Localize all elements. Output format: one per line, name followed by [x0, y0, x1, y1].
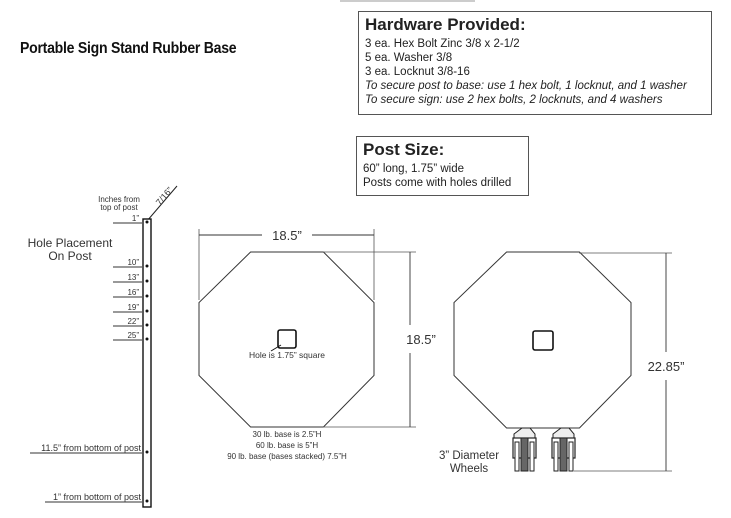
- hole-position-label: 16”: [127, 288, 139, 297]
- hole-position-label: 19”: [127, 303, 139, 312]
- weight-line: 30 lb. base is 2.5”H: [253, 430, 322, 439]
- hole-position-label: 11.5” from bottom of post: [41, 443, 141, 453]
- base-diagram: Hole is 1.75” square 18.5” 18.5” 30 lb. …: [198, 228, 436, 461]
- post-hole: [145, 309, 149, 313]
- octagon-base-inner: [199, 252, 374, 427]
- post-size-line: 60” long, 1.75” wide: [363, 163, 465, 175]
- width-dimension-label: 18.5”: [272, 228, 302, 243]
- hardware-item: 3 ea. Locknut 3/8-16: [365, 66, 470, 78]
- hole-placement-heading: Hole Placement: [28, 236, 113, 250]
- caster-wheel: [512, 427, 537, 472]
- hardware-item: 3 ea. Hex Bolt Zinc 3/8 x 2-1/2: [365, 38, 520, 50]
- post-hole: [145, 264, 149, 268]
- wheel-label: 3” Diameter: [439, 450, 499, 462]
- hole-position-label: 1”: [132, 214, 139, 223]
- hole-label: Hole is 1.75” square: [249, 350, 325, 360]
- post-size-box: Post Size: 60” long, 1.75” wide Posts co…: [356, 136, 529, 196]
- wheel-label: Wheels: [450, 463, 489, 475]
- post-hole: [145, 337, 149, 341]
- post-diagram: Hole Placement On Post Inches from top o…: [28, 185, 178, 508]
- hole-position-label: 1” from bottom of post: [53, 492, 142, 502]
- page-title: Portable Sign Stand Rubber Base: [20, 40, 237, 57]
- weight-line: 60 lb. base is 5”H: [256, 441, 318, 450]
- inches-label: top of post: [100, 203, 138, 212]
- hole-arrow: [270, 344, 282, 352]
- hardware-note: To secure post to base: use 1 hex bolt, …: [365, 80, 687, 92]
- octagon-wheeled-inner: [454, 252, 631, 428]
- post-hole: [145, 323, 149, 327]
- hole-diameter-label: 7/16”: [154, 185, 175, 207]
- caster-wheel: [551, 427, 576, 472]
- post-size-heading: Post Size:: [363, 140, 445, 159]
- wheeled-base-diagram: 3” Diameter Wheels 22.85”: [439, 251, 685, 475]
- hardware-item: 5 ea. Washer 3/8: [365, 52, 453, 64]
- post-hole-square: [277, 329, 297, 349]
- height-dimension-label: 22.85”: [648, 359, 685, 374]
- post: [142, 218, 152, 508]
- post-hole: [145, 499, 149, 503]
- height-dimension-label: 18.5”: [406, 332, 436, 347]
- post-hole: [145, 279, 149, 283]
- hole-position-label: 22”: [127, 317, 139, 326]
- top-divider: [340, 0, 475, 2]
- hardware-note: To secure sign: use 2 hex bolts, 2 lockn…: [365, 94, 663, 106]
- hole-placement-heading: On Post: [48, 249, 92, 263]
- post-size-line: Posts come with holes drilled: [363, 177, 512, 189]
- post-hole: [145, 450, 149, 454]
- hardware-heading: Hardware Provided:: [365, 15, 526, 34]
- hole-diameter-leader: [146, 185, 178, 222]
- hole-position-label: 25”: [127, 331, 139, 340]
- post-hole: [145, 220, 149, 224]
- post-hole: [145, 294, 149, 298]
- post-hole-square: [532, 330, 554, 351]
- weight-line: 90 lb. base (bases stacked) 7.5”H: [227, 452, 347, 461]
- hole-position-label: 10”: [127, 258, 139, 267]
- hardware-provided-box: Hardware Provided: 3 ea. Hex Bolt Zinc 3…: [358, 11, 712, 115]
- hole-position-label: 13”: [127, 273, 139, 282]
- inches-label: Inches from: [98, 195, 140, 204]
